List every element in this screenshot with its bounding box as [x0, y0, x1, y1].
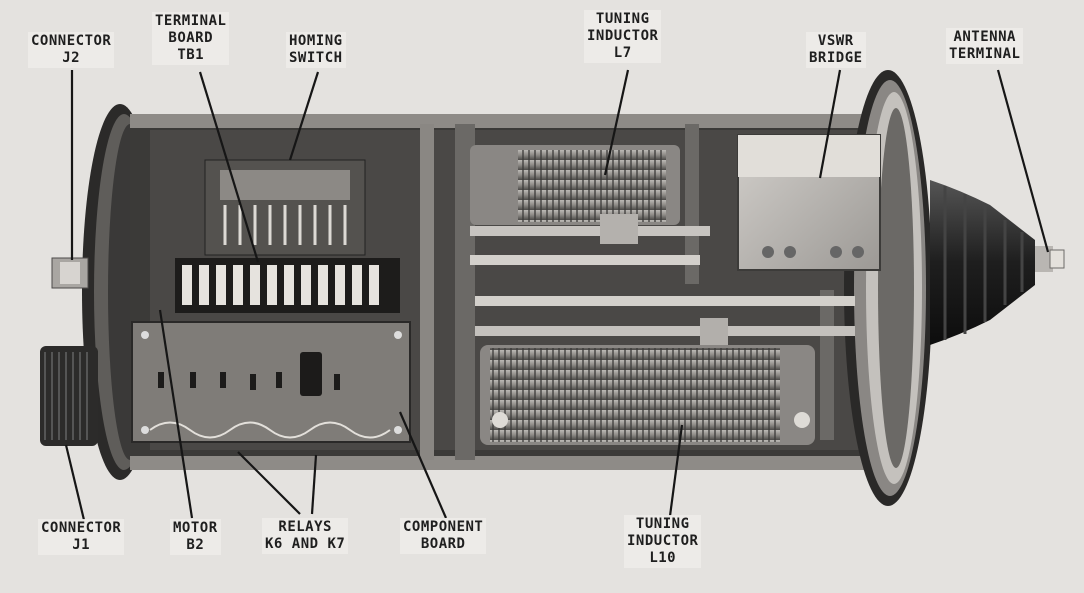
leader-inductor-l7	[603, 69, 630, 176]
leader-homing-switch	[288, 71, 320, 161]
leader-antenna-terminal	[996, 69, 1050, 253]
leader-relays-a	[237, 451, 301, 515]
label-tuning-inductor-l7: TUNING INDUCTOR L7	[584, 10, 662, 63]
antenna-insulator-boot	[930, 180, 1065, 345]
leader-motor-b2	[158, 309, 194, 519]
label-component-board: COMPONENT BOARD	[400, 518, 487, 554]
label-homing-switch: HOMING SWITCH	[286, 32, 346, 68]
leader-component-board	[398, 411, 448, 519]
label-tuning-inductor-l10: TUNING INDUCTOR L10	[624, 515, 702, 568]
connector-j2-body	[51, 257, 89, 289]
tuning-inductor-l10-body	[480, 345, 815, 445]
leader-lines	[64, 69, 1050, 521]
label-relays-k6-k7: RELAYS K6 AND K7	[262, 518, 349, 554]
vswr-bridge-body	[737, 134, 881, 271]
homing-switch-body	[204, 159, 366, 256]
label-terminal-board-tb1: TERMINAL BOARD TB1	[152, 12, 230, 65]
label-vswr-bridge: VSWR BRIDGE	[806, 32, 866, 68]
leader-inductor-l10	[668, 424, 684, 517]
connector-j1-body	[40, 346, 98, 446]
leader-terminal-board	[198, 71, 260, 263]
component-board-body	[131, 321, 411, 443]
tuning-inductor-l7-body	[470, 145, 710, 244]
label-connector-j2: CONNECTOR J2	[28, 32, 115, 68]
label-antenna-terminal: ANTENNA TERMINAL	[946, 28, 1024, 64]
drive-shafts	[470, 255, 855, 350]
leader-relays-b	[310, 454, 318, 515]
label-connector-j1: CONNECTOR J1	[38, 519, 125, 555]
leader-vswr-bridge	[818, 69, 842, 179]
leader-connector-j1	[64, 444, 86, 521]
terminal-board-body	[175, 258, 400, 313]
label-motor-b2: MOTOR B2	[170, 519, 221, 555]
